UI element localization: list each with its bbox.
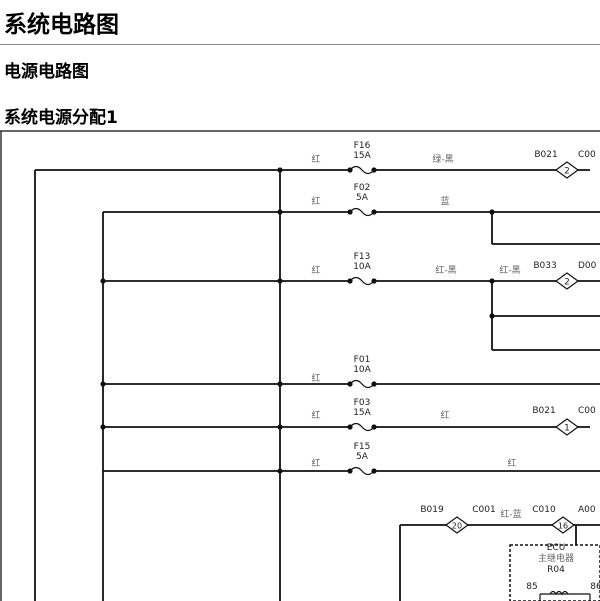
connector-label: C001 xyxy=(472,505,495,515)
fuse-rating: 10A xyxy=(353,262,371,272)
fuse-id: F03 xyxy=(354,398,371,408)
relay-coil-icon xyxy=(549,590,569,596)
fuse-rating: 5A xyxy=(356,452,369,462)
fuse-f03-symbol xyxy=(347,422,377,432)
svg-text:20: 20 xyxy=(452,522,462,531)
relay-name-label: 主继电器 xyxy=(538,552,574,564)
connector-label: B021 xyxy=(532,406,555,416)
connector-diamond-icon: 2 xyxy=(554,272,580,290)
subsection-title: 系统电源分配1 xyxy=(4,108,118,128)
junction-dot xyxy=(277,167,283,173)
svg-text:1: 1 xyxy=(564,424,570,434)
junction-dot xyxy=(100,278,106,284)
connector-label: D00 xyxy=(578,261,597,271)
fuse-f15-symbol xyxy=(347,466,377,476)
fuse-rating: 5A xyxy=(356,193,369,203)
wire-color-label: 红 xyxy=(507,457,516,469)
connector-label: B021 xyxy=(534,150,557,160)
junction-dot xyxy=(277,278,283,284)
wire-color-label: 红 xyxy=(311,153,320,165)
wire-color-label: 红-黑 xyxy=(499,264,520,276)
fuse-f01-symbol xyxy=(347,379,377,389)
connector-label: B033 xyxy=(533,261,556,271)
relay-module-label: ECU xyxy=(547,543,566,553)
wire-color-label: 红-黑 xyxy=(435,264,456,276)
wire-color-label: 红 xyxy=(311,409,320,421)
connector-diamond-icon: 2 xyxy=(554,161,580,179)
junction-dot xyxy=(277,468,283,474)
fuse-id: F02 xyxy=(354,183,371,193)
fuse-f02-symbol xyxy=(347,207,377,217)
svg-text:2: 2 xyxy=(564,278,570,288)
junction-dot xyxy=(100,424,106,430)
wire-color-label: 红-蓝 xyxy=(500,508,521,520)
wire-color-label: 红 xyxy=(311,264,320,276)
svg-text:2: 2 xyxy=(564,167,570,177)
wire-color-label: 红 xyxy=(311,372,320,384)
fuse-rating: 15A xyxy=(353,408,371,418)
fuse-f16-symbol xyxy=(347,165,377,175)
section-title: 电源电路图 xyxy=(4,62,89,82)
connector-diamond-icon: 20 xyxy=(444,516,470,534)
connector-diamond-icon: 1 xyxy=(554,418,580,436)
fuse-id: F16 xyxy=(354,141,371,151)
wire-color-label: 红 xyxy=(311,457,320,469)
relay-id-label: R04 xyxy=(547,565,565,575)
fuse-id: F15 xyxy=(354,442,371,452)
junction-dot xyxy=(277,381,283,387)
junction-dot xyxy=(100,381,106,387)
connector-label: C010 xyxy=(532,505,556,515)
fuse-id: F13 xyxy=(354,252,371,262)
junction-dot xyxy=(489,313,495,319)
junction-dot xyxy=(277,209,283,215)
relay-box xyxy=(509,544,600,601)
relay-pin-label: 85 xyxy=(526,582,537,592)
fuse-rating: 10A xyxy=(353,365,371,375)
connector-label: C00 xyxy=(578,406,596,416)
connector-diamond-icon: 16 xyxy=(550,516,576,534)
fuse-rating: 15A xyxy=(353,151,371,161)
wire-color-label: 蓝 xyxy=(440,195,449,207)
wire-color-label: 红 xyxy=(311,195,320,207)
divider xyxy=(0,44,600,45)
junction-dot xyxy=(489,209,495,215)
connector-label: A00 xyxy=(578,505,596,515)
fuse-id: F01 xyxy=(354,355,371,365)
wire-color-label: 红 xyxy=(440,409,449,421)
svg-text:16: 16 xyxy=(558,522,568,531)
fuse-f13-symbol xyxy=(347,276,377,286)
connector-label: B019 xyxy=(420,505,444,515)
circuit-diagram: 2 2 1 20 16 F16 15A F02 5A F13 10A F01 1… xyxy=(0,130,600,601)
junction-dot xyxy=(277,424,283,430)
relay-pin-label: 86 xyxy=(590,582,600,592)
page-title: 系统电路图 xyxy=(4,12,119,38)
junction-dot xyxy=(489,278,495,284)
wire-color-label: 绿-黑 xyxy=(432,153,453,165)
connector-label: C00 xyxy=(578,150,596,160)
